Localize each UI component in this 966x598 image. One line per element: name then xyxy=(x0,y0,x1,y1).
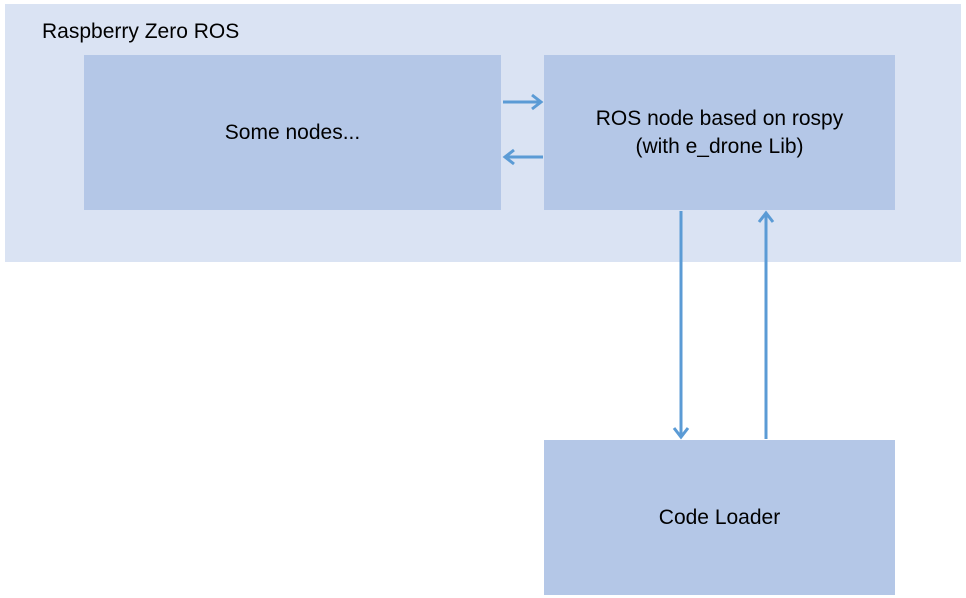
rospy-node-label-line2: (with e_drone Lib) xyxy=(635,134,804,158)
container-label: Raspberry Zero ROS xyxy=(42,20,240,43)
code-loader-box: Code Loader xyxy=(544,440,895,595)
code-loader-label: Code Loader xyxy=(658,505,781,529)
rospy-node-box: ROS node based on rospy (with e_drone Li… xyxy=(544,55,895,210)
some-nodes-box: Some nodes... xyxy=(84,55,501,210)
some-nodes-label: Some nodes... xyxy=(224,120,361,144)
rospy-node-label-line1: ROS node based on rospy xyxy=(595,106,844,130)
